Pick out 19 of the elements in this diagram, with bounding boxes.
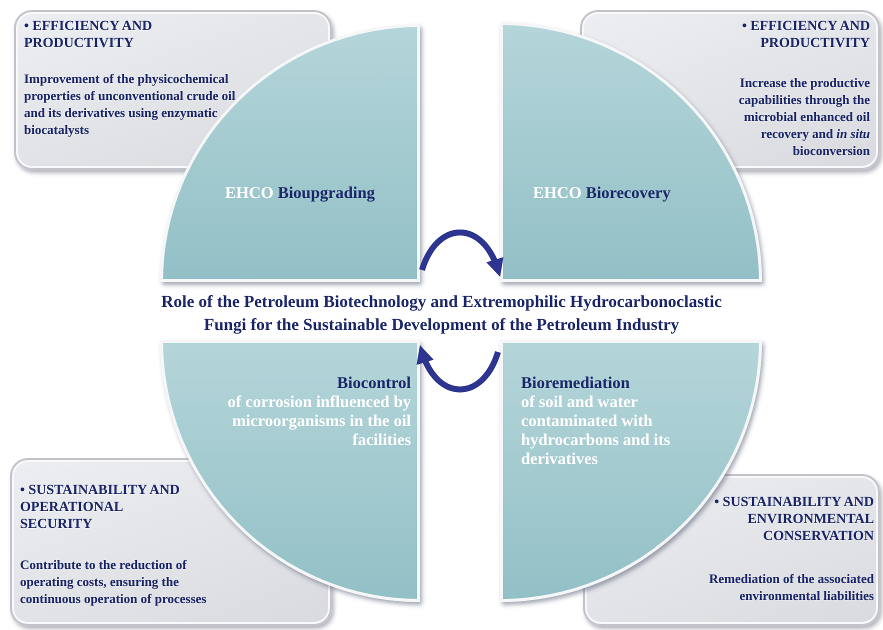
label-prefix: EHCO <box>533 183 582 202</box>
section-title: Bioremediation <box>521 373 631 392</box>
diagram-title: Role of the Petroleum Biotechnology and Extremophilic Hydrocarbonoclastic Fungi for the Sustainable Development of the Petroleum Industry <box>160 291 723 336</box>
section-title: Biocontrol <box>336 373 411 392</box>
card-heading: • SUSTAINABILITY AND OPERATIONAL SECURITY <box>20 482 181 533</box>
section-title: Biorecovery <box>586 183 671 202</box>
section-description: of corrosion influenced by microorganisms in the oil facilities <box>226 392 411 449</box>
section-title: Bioupgrading <box>278 183 375 202</box>
label-prefix: EHCO <box>225 183 274 202</box>
card-description: Increase the productive capabilities through the microbial enhanced oil recovery and in situ bioconversion <box>738 74 870 159</box>
curved-arrow <box>417 345 501 392</box>
card-heading: • EFFICIENCY AND PRODUCTIVITY <box>740 18 870 52</box>
card-heading: • SUSTAINABILITY AND ENVIRONMENTAL CONSERVATION <box>713 494 874 545</box>
section-description: of soil and water contaminated with hydrocarbons and its derivatives <box>521 392 672 468</box>
curved-arrow <box>419 230 503 277</box>
card-description: Improvement of the physicochemical properties of unconventional crude oil and its derivatives using enzymatic biocatalysts <box>24 70 236 138</box>
card-description: Contribute to the reduction of operating costs, ensuring the continuous operation of processes <box>20 556 208 607</box>
card-heading: • EFFICIENCY AND PRODUCTIVITY <box>24 18 154 52</box>
card-description: Remediation of the associated environmental liabilities <box>708 570 874 604</box>
